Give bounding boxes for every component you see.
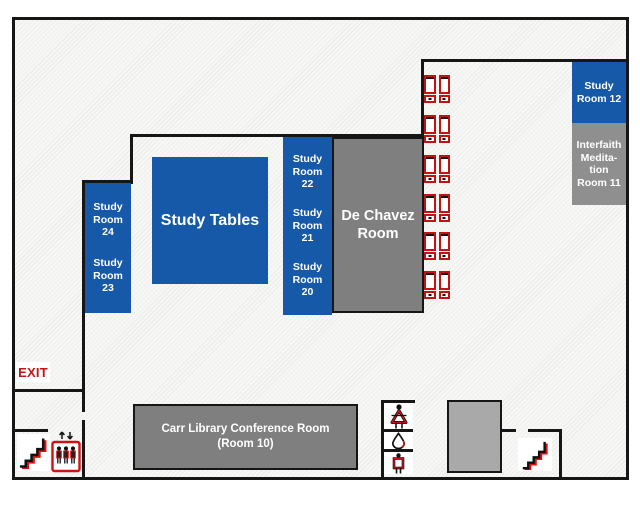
study-rooms-24-23: Study Room 24 Study Room 23 (85, 183, 131, 313)
shelf-bay (438, 115, 450, 144)
book-shelving-icon (424, 194, 450, 223)
exit-label: EXIT (16, 362, 50, 382)
wall-restroom-divider-2 (384, 449, 413, 452)
study-room-12: Study Room 12 (572, 62, 626, 123)
study-room-20-label: Study Room 20 (292, 261, 323, 299)
wall-door-lower (82, 420, 85, 477)
book-shelving-icon (424, 75, 450, 104)
womens-restroom-icon (384, 403, 413, 429)
interfaith-meditation-room-11: Interfaith Medita- tion Room 11 (572, 123, 626, 205)
wall-mid-vertical (130, 134, 133, 184)
shelf-bay (438, 194, 450, 223)
shelf-bay (424, 115, 436, 144)
study-room-21-label: Study Room 21 (292, 207, 323, 245)
wall-restroom-divider-1 (384, 429, 413, 432)
wall-restroom-top (381, 400, 415, 403)
shelf-bay (438, 271, 450, 300)
interfaith-meditation-label: Interfaith Medita- tion Room 11 (576, 139, 622, 189)
study-rooms-22-21-20: Study Room 22 Study Room 21 Study Room 2… (283, 137, 332, 315)
wall-study24-top (82, 180, 133, 183)
shelf-bay (438, 232, 450, 261)
wall-stairroom-right (559, 429, 562, 477)
wall-restroom-left (381, 400, 384, 477)
elevator-icon (51, 430, 81, 473)
wall-exit-corridor (15, 389, 84, 392)
wall-stairroom-top-right (528, 429, 562, 432)
wall-mid-horizontal (130, 134, 424, 137)
shelf-bay (424, 271, 436, 300)
study-room-23-label: Study Room 23 (93, 257, 123, 295)
study-tables-area: Study Tables (152, 157, 268, 284)
book-shelving-icon (424, 271, 450, 300)
shelf-bay (424, 194, 436, 223)
book-shelving-icon (424, 232, 450, 261)
stairs-icon (17, 434, 50, 471)
utility-block (447, 400, 502, 473)
shelf-bay (424, 155, 436, 184)
wall-left-vertical (82, 180, 85, 392)
drinking-fountain-icon (384, 432, 413, 449)
wall-stair-stub (15, 429, 48, 432)
carr-conference-label: Carr Library Conference Room (Room 10) (161, 423, 330, 450)
de-chavez-room-label: De Chavez Room (341, 208, 415, 242)
shelf-bay (438, 155, 450, 184)
shelf-bay (424, 232, 436, 261)
stairs-icon (518, 438, 552, 471)
carr-conference-room-10: Carr Library Conference Room (Room 10) (133, 404, 358, 470)
wall-door-upper (82, 392, 85, 412)
wall-top-right-vertical (421, 59, 424, 140)
study-room-22-label: Study Room 22 (292, 153, 323, 191)
study-room-12-label: Study Room 12 (576, 80, 622, 105)
book-shelving-icon (424, 115, 450, 144)
de-chavez-room: De Chavez Room (332, 137, 424, 313)
wall-top-right-horizontal (421, 59, 627, 62)
shelf-bay (438, 75, 450, 104)
wall-stairroom-top-left (502, 429, 516, 432)
study-room-24-label: Study Room 24 (93, 201, 123, 239)
study-tables-label: Study Tables (160, 211, 260, 229)
mens-restroom-icon (384, 452, 413, 474)
shelf-bay (424, 75, 436, 104)
book-shelving-icon (424, 155, 450, 184)
